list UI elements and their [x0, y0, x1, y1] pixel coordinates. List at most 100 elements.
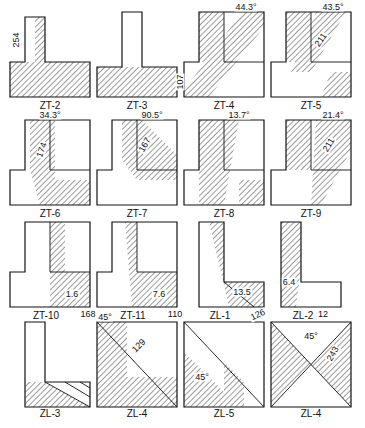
section-outline	[25, 322, 90, 407]
dimension-label: 7.6	[152, 290, 167, 299]
section-line	[50, 222, 90, 272]
hatched-area	[209, 222, 264, 307]
hatched-area	[30, 120, 90, 205]
section-outline	[184, 12, 264, 97]
joint-section	[10, 17, 90, 97]
joint-section	[184, 322, 264, 407]
dimension-label: 174	[35, 140, 49, 159]
section-name: ZT-11	[119, 311, 146, 321]
hatched-area	[184, 12, 264, 97]
section-name: ZT-6	[39, 209, 62, 219]
dimension-label: 167	[137, 135, 153, 154]
joint-section	[10, 222, 90, 307]
dimension-label: 34.3°	[38, 111, 61, 120]
dimension-label: 110	[167, 310, 183, 319]
section-line	[45, 382, 90, 407]
section-name: ZL-2	[292, 311, 315, 321]
dimension-label: 43.5°	[321, 3, 344, 12]
dimension-label: 211	[321, 136, 337, 155]
joint-section	[271, 322, 351, 407]
dimension-label: 211	[313, 31, 330, 50]
section-line	[137, 222, 177, 272]
dimension-label: 90.5°	[140, 111, 163, 120]
section-name: ZT-2	[39, 101, 62, 111]
section-outline	[97, 120, 177, 205]
dimension-label: 13.5	[232, 288, 252, 297]
section-outline	[10, 222, 90, 307]
section-name: ZT-5	[300, 101, 323, 111]
section-name: ZL-4	[300, 409, 323, 419]
hatched-area	[10, 17, 90, 97]
section-name: ZL-3	[39, 409, 62, 419]
section-name: ZT-3	[126, 101, 149, 111]
dimension-label: 107	[176, 73, 185, 90]
section-outline	[271, 12, 351, 97]
section-name: ZT-10	[32, 311, 60, 321]
dimension-label: 45°	[303, 332, 319, 341]
hatched-area	[97, 67, 177, 97]
hatched-area	[271, 322, 351, 407]
section-line	[224, 12, 264, 62]
dimension-label: 126	[248, 307, 267, 322]
section-outline	[10, 17, 90, 97]
section-name: ZL-5	[213, 409, 236, 419]
dimension-label: 243	[325, 344, 341, 363]
section-line	[224, 120, 264, 170]
dimension-label: 21.4°	[321, 111, 344, 120]
hatched-area	[184, 352, 244, 407]
dimension-label: 1.6	[65, 290, 80, 299]
hatched-area	[50, 222, 90, 307]
section-outline	[271, 120, 351, 205]
hatched-area	[125, 222, 177, 307]
section-name: ZT-9	[300, 209, 323, 219]
hatched-area	[25, 382, 90, 407]
dimension-label: 13.7°	[227, 111, 250, 120]
section-line	[224, 282, 254, 307]
dimension-label: 168	[79, 310, 96, 319]
dimension-label: 44.3°	[234, 3, 257, 12]
section-outline	[184, 120, 264, 205]
dimension-label: 254	[12, 31, 21, 48]
joint-section	[271, 12, 351, 97]
section-outline	[281, 222, 341, 307]
section-outline	[97, 12, 177, 97]
joint-section	[97, 322, 177, 407]
section-name: ZL-4	[126, 409, 149, 419]
dimension-label: 6.4	[282, 278, 297, 287]
joint-section	[184, 12, 264, 97]
joint-section	[271, 120, 351, 205]
section-line	[311, 120, 351, 170]
hatched-area	[286, 12, 351, 97]
section-line	[137, 120, 177, 170]
section-outline	[271, 322, 351, 407]
dimension-label: 45°	[97, 313, 113, 322]
joint-section	[97, 12, 177, 97]
section-line	[50, 120, 90, 170]
dimension-label: 12	[317, 310, 329, 319]
section-outline	[97, 222, 177, 307]
hatched-area	[97, 322, 177, 407]
section-name: ZT-7	[126, 209, 149, 219]
section-name: ZL-1	[209, 311, 232, 321]
section-line	[97, 322, 177, 407]
hatched-area	[286, 120, 351, 205]
joint-section	[25, 322, 90, 407]
joint-section	[97, 120, 177, 205]
joint-section	[10, 120, 90, 205]
dimension-label: 45°	[194, 373, 210, 382]
joint-section	[97, 222, 177, 307]
section-outline	[97, 322, 177, 407]
joint-section	[184, 120, 264, 205]
section-line	[184, 322, 264, 407]
hatched-area	[199, 120, 264, 205]
hatched-area	[122, 120, 177, 180]
dimension-label: 129	[130, 337, 148, 355]
section-name: ZT-8	[213, 209, 236, 219]
section-outline	[199, 222, 264, 307]
section-line	[271, 322, 351, 407]
section-name: ZT-4	[213, 101, 236, 111]
section-outline	[184, 322, 264, 407]
hatched-area	[281, 222, 301, 307]
joint-section	[281, 222, 341, 307]
